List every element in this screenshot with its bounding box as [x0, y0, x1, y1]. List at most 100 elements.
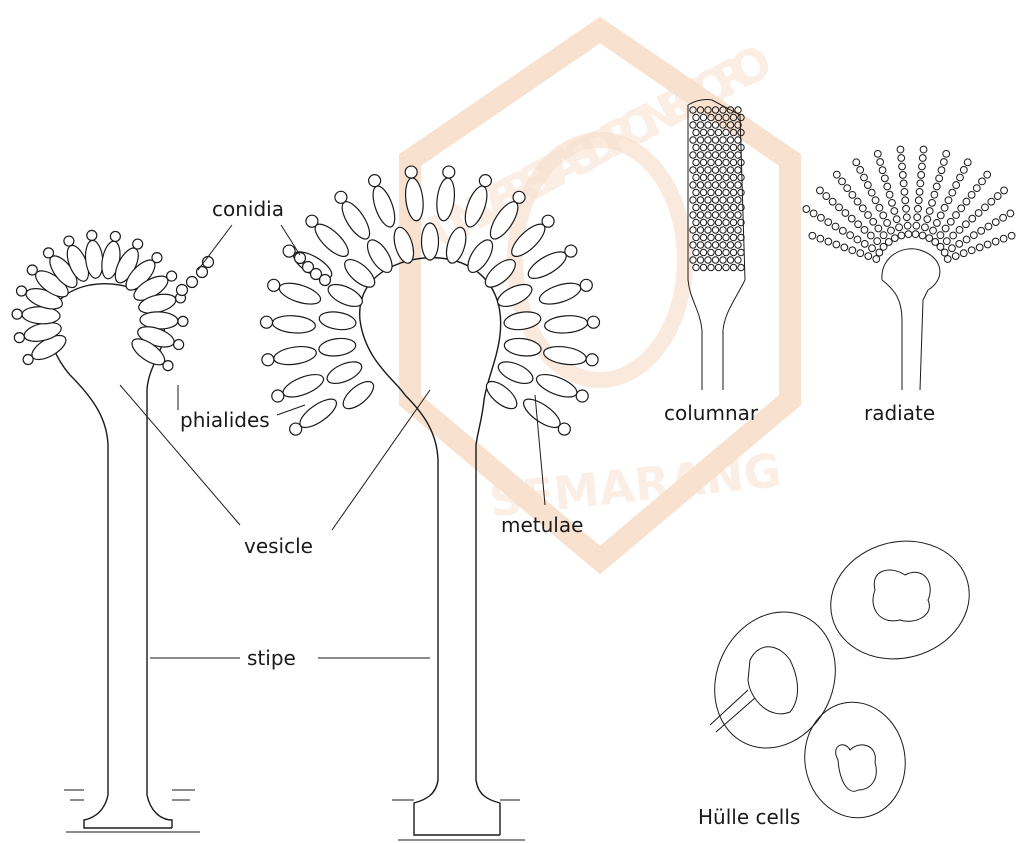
conidium — [693, 219, 699, 225]
conidium — [723, 264, 729, 270]
conidium — [898, 155, 905, 162]
conidium — [262, 354, 274, 366]
conidium — [705, 242, 711, 248]
hulle-cells-illustration — [693, 526, 983, 826]
conidium — [715, 219, 721, 225]
conidium — [720, 137, 726, 143]
conidium — [690, 182, 696, 188]
conidium — [937, 232, 944, 239]
conidium — [875, 225, 882, 232]
conidium — [1000, 235, 1007, 242]
conidium — [700, 174, 706, 180]
phialide — [277, 279, 323, 308]
conidium — [730, 144, 736, 150]
conidium — [994, 193, 1001, 200]
conidium — [712, 167, 718, 173]
conidium — [693, 189, 699, 195]
conidium — [992, 238, 999, 245]
conidium — [708, 159, 714, 165]
conidium — [924, 216, 931, 223]
conidium — [810, 210, 817, 217]
conidium — [841, 244, 848, 251]
conidium — [825, 238, 832, 245]
conidium — [952, 253, 959, 260]
conidium — [891, 235, 898, 242]
conidium — [720, 182, 726, 188]
conidium — [738, 174, 744, 180]
conidium — [727, 242, 733, 248]
conidium — [693, 144, 699, 150]
conidium — [922, 224, 929, 231]
conidium — [730, 249, 736, 255]
conidium — [730, 174, 736, 180]
label-hulle-cells: Hülle cells — [698, 805, 800, 829]
conidium — [697, 137, 703, 143]
conidium — [803, 206, 810, 213]
conidium — [1007, 210, 1014, 217]
conidium — [730, 219, 736, 225]
conidium — [968, 191, 975, 198]
conidium — [902, 197, 909, 204]
conidium — [926, 208, 933, 215]
radiate-conidia-chains — [803, 146, 1015, 262]
conidium — [283, 245, 295, 257]
conidium — [87, 230, 97, 240]
conidium — [735, 137, 741, 143]
conidium — [904, 222, 911, 229]
conidium — [949, 245, 956, 252]
phialide — [544, 314, 588, 334]
conidium — [712, 212, 718, 218]
conidium — [738, 264, 744, 270]
conidium — [700, 234, 706, 240]
phialide — [519, 394, 564, 433]
conidium — [693, 234, 699, 240]
conidium — [708, 219, 714, 225]
conidium — [853, 159, 860, 166]
conidium — [973, 185, 980, 192]
conidium — [12, 309, 22, 319]
conidium — [727, 212, 733, 218]
conidium — [817, 187, 824, 194]
conidium — [177, 285, 188, 296]
conidium — [720, 167, 726, 173]
conidium — [917, 180, 924, 187]
conidium — [730, 189, 736, 195]
conidium — [290, 423, 302, 435]
conidium — [876, 204, 883, 211]
conidium — [963, 236, 970, 243]
conidium — [844, 185, 851, 192]
conidium — [705, 197, 711, 203]
watermark-seal: UNIVERSITAS DIPONEGORO SEMARANG — [410, 30, 790, 560]
conidium — [832, 223, 839, 230]
conidium — [957, 174, 964, 181]
conidium — [881, 175, 888, 182]
conidium — [823, 193, 830, 200]
conidium — [23, 355, 33, 365]
conidium — [879, 167, 886, 174]
conidium — [723, 219, 729, 225]
conidium — [857, 250, 864, 257]
conidium — [712, 197, 718, 203]
conidium — [708, 249, 714, 255]
conidium — [1008, 232, 1015, 239]
phialide — [296, 394, 341, 433]
columnar-head-illustration — [688, 100, 745, 390]
conidium — [720, 227, 726, 233]
conidium — [903, 205, 910, 212]
conidium — [836, 204, 843, 211]
conidium — [272, 390, 284, 402]
conidium — [260, 316, 272, 328]
conidium — [700, 219, 706, 225]
conidium — [152, 253, 162, 263]
conidium — [847, 232, 854, 239]
conidium — [690, 167, 696, 173]
conidium — [839, 227, 846, 234]
conidium — [690, 152, 696, 158]
conidium — [705, 137, 711, 143]
conidium — [960, 167, 967, 174]
conidium — [697, 227, 703, 233]
label-stipe: stipe — [247, 646, 296, 670]
conidium — [697, 242, 703, 248]
conidium — [697, 197, 703, 203]
conidium — [700, 144, 706, 150]
